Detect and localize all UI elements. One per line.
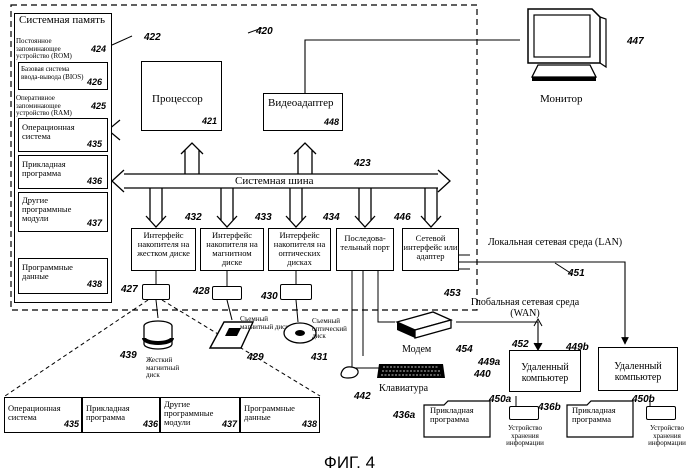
remote-b-storage-label: Устройство хранения информации: [638, 425, 696, 448]
floppy-disk-ref: 429: [247, 352, 264, 363]
monitor-ref: 447: [627, 36, 644, 47]
ram-label: Оперативное запоминающее устройство (RAM…: [16, 95, 88, 118]
monitor-icon: [520, 5, 610, 95]
hard-disk-label: Жесткий магнитный диск: [146, 357, 192, 380]
mouse-ref: 442: [354, 391, 371, 402]
keyboard-label: Клавиатура: [379, 383, 428, 394]
remote-b-ref: 449b: [566, 342, 589, 353]
disk-content-app-label: Прикладная программа: [86, 404, 146, 422]
hdd-drive-icon: [142, 284, 170, 300]
remote-a-app-label: Прикладная программа: [430, 406, 488, 424]
processor-ref: 421: [202, 116, 217, 126]
modem-icon: [393, 308, 455, 342]
remote-a-storage-ref: 450a: [489, 394, 511, 405]
rom-ref: 424: [91, 44, 106, 54]
keyboard-icon: [377, 360, 447, 382]
serial-port-label: Последова-тельный порт: [338, 234, 392, 252]
computer-ref: 420: [256, 26, 273, 37]
fdd-drive-icon: [212, 286, 242, 300]
hdd-interface-ref: 432: [185, 212, 202, 223]
remote-a-app2-ref: 436b: [538, 402, 561, 413]
optical-interface-label: Интерфейс накопителя на оптических диска…: [270, 231, 329, 267]
serial-port-ref: 446: [394, 212, 411, 223]
processor-label: Процессор: [152, 94, 203, 105]
fdd-interface-ref: 433: [255, 212, 272, 223]
optical-interface-ref: 434: [323, 212, 340, 223]
disk-content-modules-label: Другие программные модули: [164, 400, 226, 427]
keyboard-ref: 440: [474, 369, 491, 380]
remote-a-app-ref: 436a: [393, 410, 415, 421]
bios-ref: 426: [87, 77, 102, 87]
remote-b-label: Удаленный компьютер: [600, 361, 676, 383]
modem-ref: 454: [456, 344, 473, 355]
system-memory-ref: 422: [144, 32, 161, 43]
wan-ref: 452: [512, 339, 529, 350]
remote-a-ref: 449a: [478, 357, 500, 368]
hdd-ref: 427: [121, 284, 138, 295]
rom-label: Постоянное запоминающее устройство (ROM): [16, 38, 88, 61]
ram-ref: 425: [91, 101, 106, 111]
optical-disk-ref: 431: [311, 352, 328, 363]
system-memory-title: Системная память: [16, 15, 108, 26]
network-adapter-ref: 453: [444, 288, 461, 299]
hard-disk-ref: 439: [120, 350, 137, 361]
remote-a-label: Удаленный компьютер: [511, 362, 579, 384]
figure-caption: ФИГ. 4: [0, 453, 699, 473]
memory-item-data-ref: 438: [87, 279, 102, 289]
remote-a-storage-label: Устройство хранения информации: [496, 425, 554, 448]
remote-b-storage-ref: 450b: [632, 394, 655, 405]
remote-b-storage-icon: [646, 406, 676, 420]
lan-label: Локальная сетевая среда (LAN): [488, 237, 622, 248]
monitor-label: Монитор: [540, 94, 582, 105]
mouse-icon: [339, 364, 361, 380]
cd-drive-icon: [280, 284, 312, 300]
modem-label: Модем: [402, 344, 431, 355]
memory-item-modules-label: Другие программные модули: [22, 196, 86, 223]
cd-ref: 430: [261, 291, 278, 302]
optical-disk-label: Съемный оптический диск: [312, 318, 358, 341]
network-adapter-label: Сетевой интерфейс или адаптер: [403, 234, 458, 261]
video-adapter-label: Видеоадаптер: [268, 98, 334, 109]
disk-content-data-ref: 438: [302, 419, 317, 429]
wan-label: Глобальная сетевая среда (WAN): [470, 297, 580, 319]
fdd-interface-label: Интерфейс накопителя на магнитном диске: [202, 231, 262, 267]
video-adapter-ref: 448: [324, 117, 339, 127]
system-bus-label: Системная шина: [235, 176, 313, 187]
disk-content-modules-ref: 437: [222, 419, 237, 429]
memory-item-modules-ref: 437: [87, 218, 102, 228]
memory-item-os-ref: 435: [87, 139, 102, 149]
disk-content-app-ref: 436: [143, 419, 158, 429]
lan-ref: 451: [568, 268, 585, 279]
disk-content-data-label: Программные данные: [244, 404, 304, 422]
memory-item-data-label: Программные данные: [22, 263, 86, 281]
system-bus-ref: 423: [354, 158, 371, 169]
disk-content-os-ref: 435: [64, 419, 79, 429]
hard-disk-icon: [140, 316, 180, 356]
remote-a-storage-icon: [509, 406, 539, 420]
bios-label: Базовая система ввода-вывода (BIOS): [21, 66, 85, 81]
fdd-ref: 428: [193, 286, 210, 297]
memory-item-app-ref: 436: [87, 176, 102, 186]
remote-b-app-label: Прикладная программа: [572, 406, 630, 424]
hdd-interface-label: Интерфейс накопителя на жестком диске: [133, 231, 194, 258]
memory-item-app-label: Прикладная программа: [22, 160, 84, 178]
memory-item-os-label: Операционная система: [22, 123, 84, 141]
